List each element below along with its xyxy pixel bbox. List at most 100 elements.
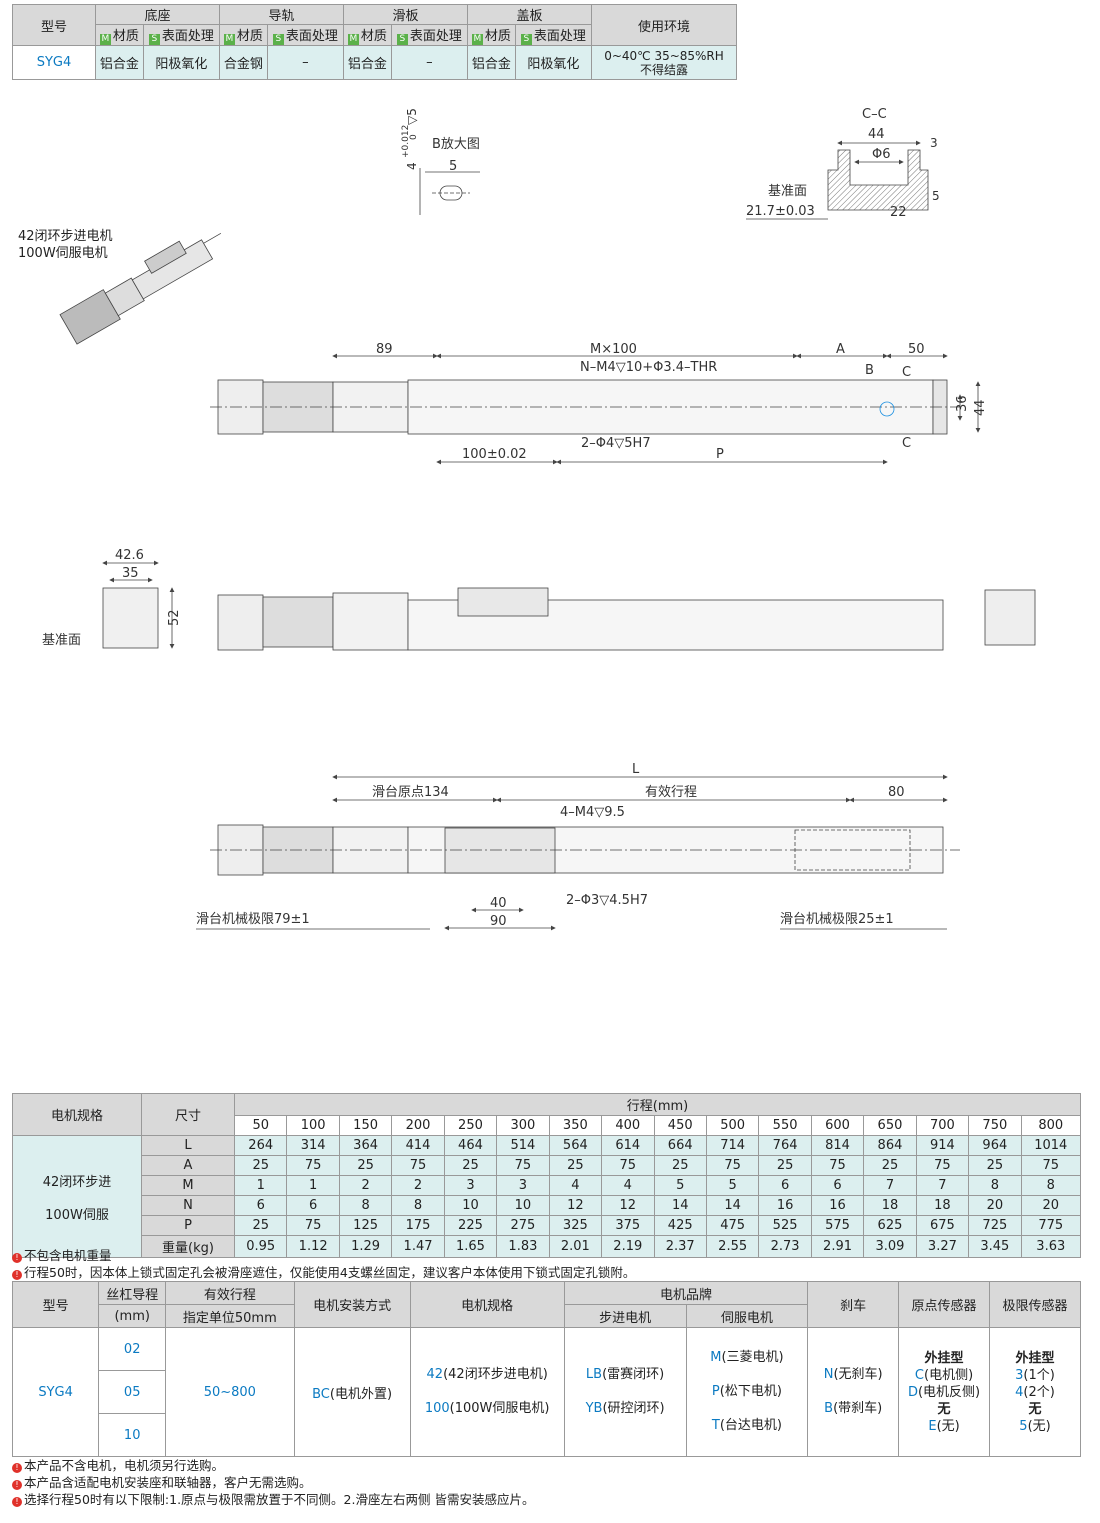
dimension-value: 2.55 bbox=[705, 1235, 760, 1258]
note-line: !本产品含适配电机安装座和联轴器，客户无需选购。 bbox=[12, 1472, 312, 1491]
svg-text:▽5: ▽5 bbox=[405, 108, 419, 125]
warning-icon: ! bbox=[12, 1270, 22, 1280]
stroke-col-header: 800 bbox=[1020, 1115, 1082, 1136]
svg-text:21.7±0.03: 21.7±0.03 bbox=[746, 204, 815, 219]
stroke-col-header: 750 bbox=[968, 1115, 1022, 1136]
origin-option: 外挂型 C(电机侧) D(电机反侧) 无 E(无) bbox=[898, 1327, 990, 1457]
svg-text:44: 44 bbox=[973, 399, 988, 416]
s-mark-icon: S bbox=[148, 34, 160, 45]
dimension-value: 4 bbox=[548, 1175, 603, 1196]
svg-text:有效行程: 有效行程 bbox=[645, 785, 697, 800]
dimension-name: M bbox=[141, 1175, 235, 1196]
svg-text:C: C bbox=[902, 436, 911, 451]
lead-option: 05 bbox=[98, 1370, 167, 1414]
model-cell: SYG4 bbox=[12, 45, 96, 80]
s-mark-icon: S bbox=[520, 34, 532, 45]
dimension-value: 75 bbox=[1020, 1155, 1082, 1176]
dimension-value: 0.95 bbox=[233, 1235, 288, 1258]
dimension-value: 475 bbox=[705, 1215, 760, 1236]
dimension-value: 2 bbox=[391, 1175, 445, 1196]
dimension-value: 575 bbox=[810, 1215, 865, 1236]
dimension-value: 18 bbox=[863, 1195, 917, 1216]
dimension-value: 25 bbox=[758, 1155, 812, 1176]
h-brake: 刹车 bbox=[807, 1281, 900, 1328]
svg-text:3: 3 bbox=[930, 136, 938, 150]
svg-text:52: 52 bbox=[167, 609, 182, 626]
header-slider: 滑板 bbox=[342, 4, 468, 25]
dimension-value: 3.27 bbox=[915, 1235, 970, 1258]
dimension-value: 4 bbox=[601, 1175, 655, 1196]
svg-text:滑台原点134: 滑台原点134 bbox=[372, 785, 449, 800]
dimension-value: 25 bbox=[863, 1155, 917, 1176]
dimension-value: 25 bbox=[233, 1155, 288, 1176]
spec-cell: – bbox=[390, 45, 468, 80]
dimension-value: 364 bbox=[338, 1135, 393, 1156]
dimension-value: 525 bbox=[758, 1215, 812, 1236]
svg-text:B: B bbox=[865, 363, 874, 378]
dimension-value: 7 bbox=[915, 1175, 970, 1196]
dimension-value: 25 bbox=[548, 1155, 603, 1176]
m-mark-icon: M bbox=[471, 34, 483, 45]
dimension-value: 3.63 bbox=[1020, 1235, 1082, 1258]
svg-text:40: 40 bbox=[490, 896, 507, 911]
dimension-value: 1.83 bbox=[496, 1235, 550, 1258]
dimension-value: 1.47 bbox=[391, 1235, 445, 1258]
dimension-value: 2.19 bbox=[601, 1235, 655, 1258]
header-model: 型号 bbox=[12, 4, 96, 46]
stepper-option: LB(雷赛闭环) YB(研控闭环) bbox=[563, 1327, 687, 1457]
note-line: !本产品不含电机，电机须另行选购。 bbox=[12, 1455, 224, 1474]
dimension-value: 275 bbox=[496, 1215, 550, 1236]
dimension-value: 425 bbox=[653, 1215, 707, 1236]
dimension-value: 314 bbox=[286, 1135, 340, 1156]
dimension-value: 814 bbox=[810, 1135, 865, 1156]
dimension-value: 2.01 bbox=[548, 1235, 603, 1258]
dimension-value: 10 bbox=[496, 1195, 550, 1216]
dimension-value: 1 bbox=[233, 1175, 288, 1196]
stroke-col-header: 100 bbox=[286, 1115, 340, 1136]
dimension-value: 7 bbox=[863, 1175, 917, 1196]
note-line: !行程50时，因本体上锁式固定孔会被滑座遮住，仅能使用4支螺丝固定，建议客户本体… bbox=[12, 1262, 635, 1281]
note-line: !不包含电机重量 bbox=[12, 1245, 112, 1264]
dimension-value: 414 bbox=[391, 1135, 445, 1156]
warning-icon: ! bbox=[12, 1497, 22, 1507]
svg-text:基准面: 基准面 bbox=[42, 633, 81, 648]
m-mark-icon: M bbox=[223, 34, 235, 45]
dimension-value: 264 bbox=[233, 1135, 288, 1156]
spec-cell: 铝合金 bbox=[342, 45, 392, 80]
top-view: 89 M×100 A 50 N–M4▽10+Φ3.4–THR B C C 36 … bbox=[210, 342, 988, 465]
product-isometric bbox=[59, 232, 222, 345]
dimension-value: 675 bbox=[915, 1215, 970, 1236]
motor-label: 42闭环步进电机 100W伺服电机 bbox=[18, 229, 113, 261]
header-rail: 导轨 bbox=[218, 4, 344, 25]
dimension-value: 864 bbox=[863, 1135, 917, 1156]
svg-text:42.6: 42.6 bbox=[115, 548, 144, 563]
lead-option: 10 bbox=[98, 1413, 167, 1457]
dimension-value: 12 bbox=[601, 1195, 655, 1216]
m-mark-icon: M bbox=[99, 34, 111, 45]
dimension-value: 5 bbox=[705, 1175, 760, 1196]
b-view-title: B放大图 bbox=[432, 137, 480, 152]
dimension-value: 2.37 bbox=[653, 1235, 707, 1258]
stroke-col-header: 600 bbox=[810, 1115, 865, 1136]
dimension-value: 464 bbox=[443, 1135, 498, 1156]
s-mark-icon: S bbox=[396, 34, 408, 45]
dimension-value: 6 bbox=[233, 1195, 288, 1216]
svg-text:4: 4 bbox=[405, 162, 419, 170]
dimension-value: 3 bbox=[443, 1175, 498, 1196]
dimension-value: 514 bbox=[496, 1135, 550, 1156]
header-base: 底座 bbox=[95, 4, 220, 25]
dimension-name: A bbox=[141, 1155, 235, 1176]
dimension-value: 325 bbox=[548, 1215, 603, 1236]
dimension-value: 10 bbox=[443, 1195, 498, 1216]
dimension-value: 1 bbox=[286, 1175, 340, 1196]
svg-text:0: 0 bbox=[409, 134, 419, 140]
servo-option: M(三菱电机) P(松下电机) T(台达电机) bbox=[685, 1327, 809, 1457]
dimension-value: 6 bbox=[810, 1175, 865, 1196]
dimension-value: 75 bbox=[286, 1215, 340, 1236]
dimension-value: 14 bbox=[705, 1195, 760, 1216]
svg-text:P: P bbox=[716, 447, 724, 462]
